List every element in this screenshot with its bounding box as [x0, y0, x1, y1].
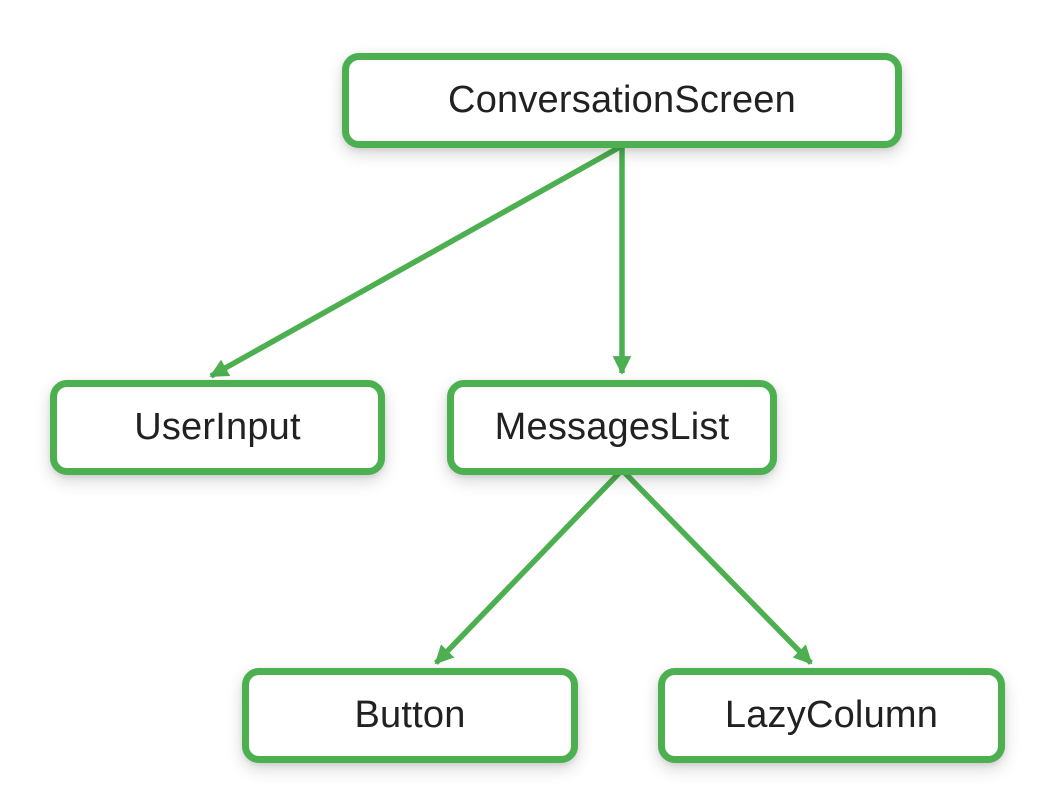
node-lazy-column: LazyColumn — [658, 668, 1005, 763]
arrow-conversationscreen-to-userinput — [209, 144, 622, 379]
node-user-input: UserInput — [50, 380, 385, 475]
node-messages-list: MessagesList — [447, 380, 777, 475]
node-button-label: Button — [354, 694, 466, 736]
node-lazy-column-label: LazyColumn — [724, 694, 939, 736]
arrow-messageslist-to-lazycolumn — [620, 468, 813, 665]
node-button: Button — [242, 668, 578, 763]
node-conversation-screen-label: ConversationScreen — [448, 79, 796, 121]
node-user-input-label: UserInput — [134, 406, 301, 448]
node-messages-list-label: MessagesList — [494, 406, 730, 448]
node-conversation-screen: ConversationScreen — [342, 53, 902, 148]
arrow-messageslist-to-button — [434, 468, 624, 665]
